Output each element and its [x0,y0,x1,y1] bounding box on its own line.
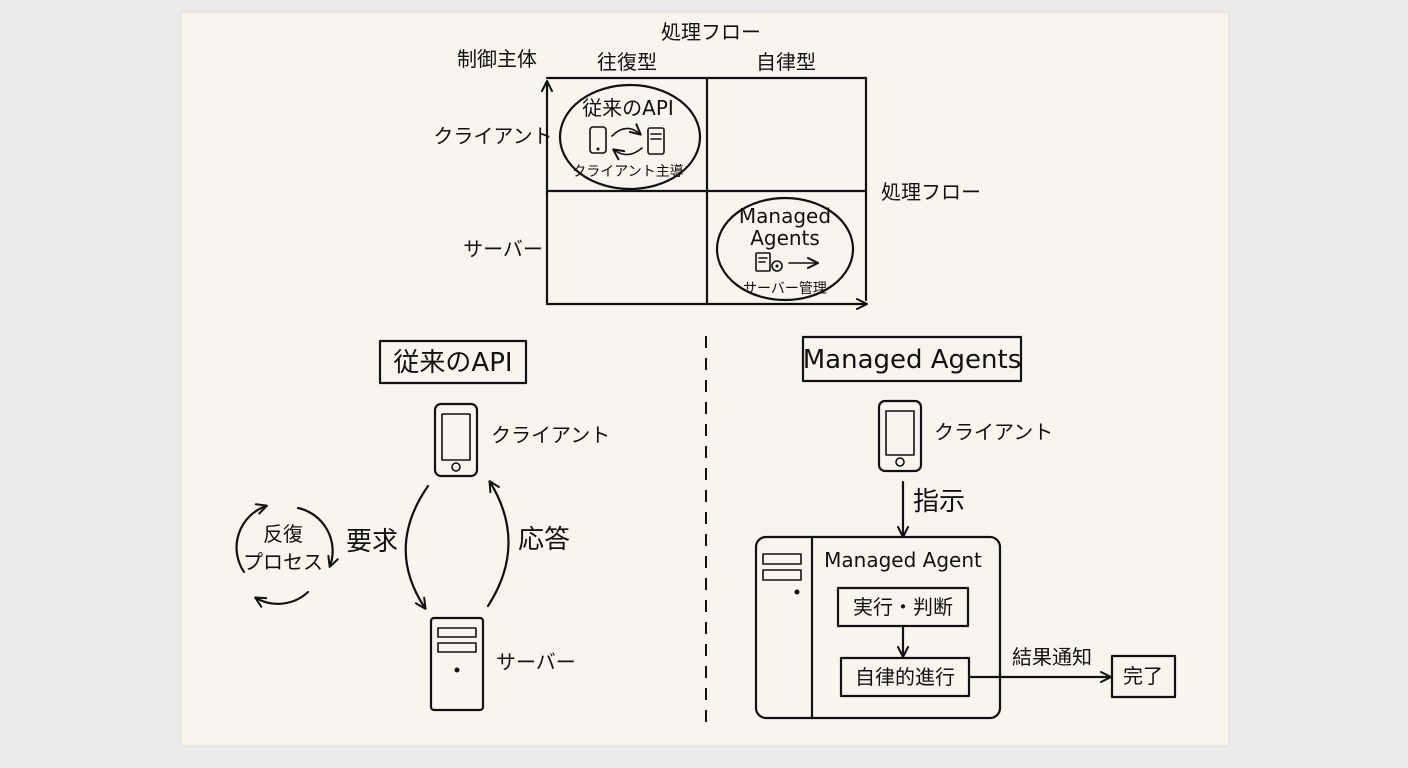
right-client-phone-icon [877,399,923,473]
traditional-api-flow: 従来のAPI クライアント 要求 応答 反復 プロセス サーバー [235,339,610,712]
phone-icon [589,126,607,154]
server-icon [647,127,665,155]
quadrant-matrix: 処理フロー 制御主体 往復型 自律型 クライアント サーバー 処理フロー 従来の… [433,20,981,310]
row-label-client: クライアント [433,124,552,148]
cell-managed-agents: Managed Agents サーバー管理 [715,196,855,302]
row-label-server: サーバー [463,237,543,261]
left-title-box [378,339,528,385]
col-label-roundtrip: 往復型 [597,50,657,74]
agent-title: Managed Agent [824,548,982,572]
document-gear-icon [755,252,783,272]
done-label: 完了 [1123,664,1163,688]
step1-label: 実行・判断 [853,595,953,619]
client-phone-icon [433,402,479,478]
server-tower-icon [429,616,485,712]
cell-managed-title-line2: Agents [750,226,820,250]
response-arrow [486,480,510,608]
left-server-label: サーバー [496,650,576,674]
cycle-arrows-icon [235,503,339,608]
left-title: 従来のAPI [393,348,512,378]
right-client-label: クライアント [934,420,1053,444]
sync-icon [611,123,643,161]
right-title: Managed Agents [803,345,1022,375]
left-client-label: クライアント [491,423,610,447]
notify-label: 結果通知 [1012,645,1092,669]
matrix-y-title: 制御主体 [457,47,537,71]
col-label-autonomous: 自律型 [756,50,816,74]
cell-traditional-caption: クライアント主導 [572,164,683,180]
cell-traditional-title: 従来のAPI [582,96,674,120]
cycle-label-line1: 反復 [263,522,303,546]
cycle-label-line2: プロセス [243,550,323,574]
paper-sheet [180,11,1230,747]
cell-traditional-api: 従来のAPI クライアント主導 [558,83,702,191]
request-label: 要求 [346,527,398,557]
cell-managed-caption: サーバー管理 [743,281,827,297]
managed-agents-flow: Managed Agents クライアント 指示 Managed Agent 実… [754,335,1177,720]
instruction-label: 指示 [913,487,965,517]
managed-agent-box [754,535,1002,720]
done-box [1110,654,1177,699]
right-title-box [801,335,1023,383]
cell-managed-title-line1: Managed [739,204,831,228]
request-arrow [404,484,430,610]
matrix-x-title: 処理フロー [661,20,761,44]
response-label: 応答 [518,525,570,555]
step2-label: 自律的進行 [855,665,955,689]
matrix-x-axis-label: 処理フロー [881,180,981,204]
